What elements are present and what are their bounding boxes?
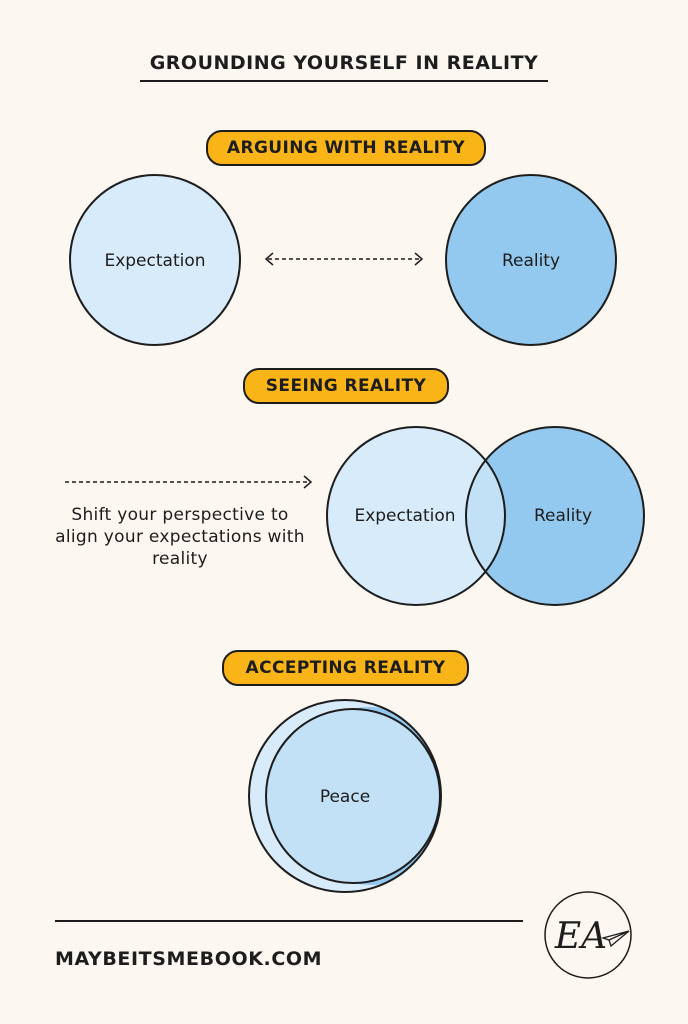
double-arrow-icon [264,252,424,266]
shift-perspective-caption: Shift your perspective to align your exp… [55,505,305,569]
expectation-circle-2 [327,427,505,605]
section-heading-accepting: ACCEPTING REALITY [222,650,469,686]
reality-label-2: Reality [534,506,592,526]
expectation-label-1: Expectation [104,251,205,271]
footer-divider [55,920,523,922]
page-title: GROUNDING YOURSELF IN REALITY [140,52,548,82]
reality-circle-2 [466,427,644,605]
reality-label-1: Reality [502,251,560,271]
section-heading-seeing: SEEING REALITY [243,368,449,404]
section-heading-arguing: ARGUING WITH REALITY [206,130,486,166]
right-arrow-icon [65,475,313,489]
peace-label: Peace [320,787,370,807]
footer-website[interactable]: MAYBEITSMEBOOK.COM [55,948,323,970]
expectation-circle-1 [69,174,241,346]
ea-logo-icon: EA [544,891,632,979]
expectation-label-2: Expectation [354,506,455,526]
reality-circle-1 [445,174,617,346]
logo-text: EA [554,916,607,957]
